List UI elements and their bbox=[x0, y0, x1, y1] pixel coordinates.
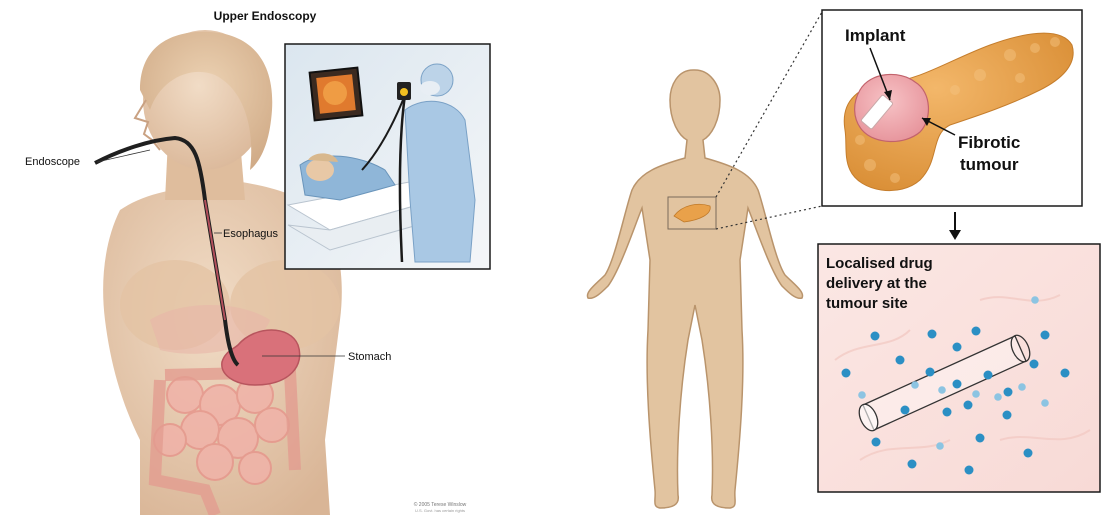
delivery-line-3: tumour site bbox=[826, 295, 908, 312]
implant-svg: Implant Fibrotic tumour Localised drug d… bbox=[560, 0, 1112, 515]
copyright-text: © 2005 Terese Winslow bbox=[414, 501, 467, 508]
diagram-title: Upper Endoscopy bbox=[214, 9, 317, 23]
label-tumour: tumour bbox=[960, 155, 1019, 174]
procedure-inset bbox=[285, 44, 490, 269]
endoscopy-svg: Upper Endoscopy bbox=[0, 0, 540, 515]
endoscopy-illustration: Upper Endoscopy bbox=[0, 0, 540, 515]
delivery-line-1: Localised drug bbox=[826, 255, 933, 272]
label-endoscope: Endoscope bbox=[25, 156, 80, 168]
drug-delivery-box: Localised drug delivery at the tumour si… bbox=[818, 244, 1100, 492]
label-implant: Implant bbox=[845, 26, 906, 45]
copyright-subtext: U.S. Govt. has certain rights bbox=[415, 508, 465, 513]
label-fibrotic: Fibrotic bbox=[958, 133, 1020, 152]
pancreas-zoom-box: Implant Fibrotic tumour bbox=[822, 10, 1082, 206]
down-arrow-icon bbox=[949, 212, 961, 240]
implant-illustration: Implant Fibrotic tumour Localised drug d… bbox=[560, 0, 1112, 515]
human-silhouette bbox=[587, 70, 802, 508]
label-esophagus: Esophagus bbox=[223, 228, 279, 240]
tumour-shape bbox=[855, 74, 929, 141]
label-stomach: Stomach bbox=[348, 351, 391, 363]
delivery-line-2: delivery at the bbox=[826, 275, 927, 292]
